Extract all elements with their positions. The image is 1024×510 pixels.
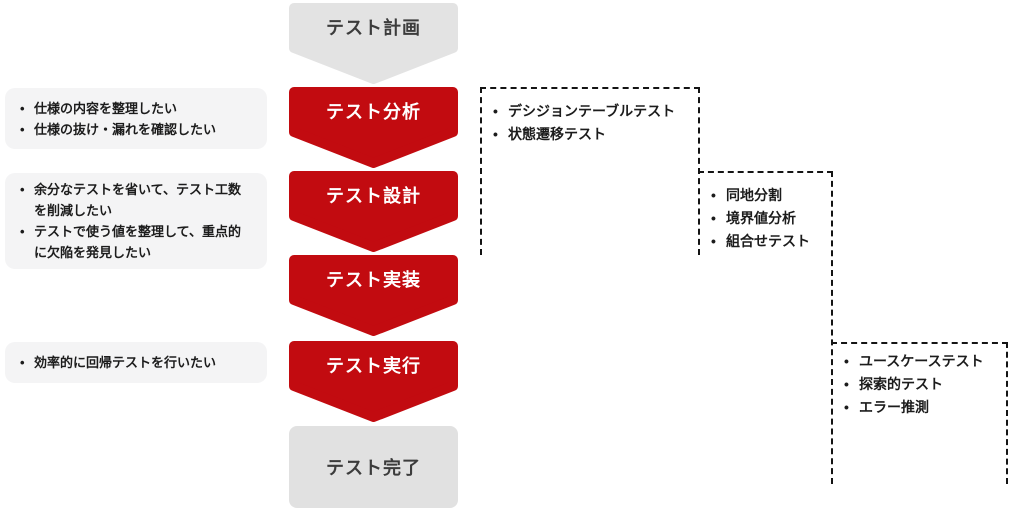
goal-list: 仕様の内容を整理したい仕様の抜け・漏れを確認したい xyxy=(19,98,216,140)
list-item: 余分なテストを省いて、テスト工数を削減したい xyxy=(19,179,253,221)
flow-step-label: テスト実行 xyxy=(326,356,421,376)
flow-step-implementation: テスト実装 xyxy=(289,255,458,336)
goal-list: 効率的に回帰テストを行いたい xyxy=(19,352,216,373)
technique-box-analysis: デシジョンテーブルテスト状態遷移テスト xyxy=(492,100,692,146)
list-item: 効率的に回帰テストを行いたい xyxy=(19,352,216,373)
flow-step-design: テスト設計 xyxy=(289,171,458,252)
list-item: 仕様の抜け・漏れを確認したい xyxy=(19,119,216,140)
dashed-connector-line xyxy=(698,171,833,173)
dashed-connector-line xyxy=(480,87,700,89)
flow-step-completion: テスト完了 xyxy=(289,426,458,508)
dashed-connector-line xyxy=(480,87,482,255)
flow-step-label: テスト完了 xyxy=(326,458,421,478)
goal-list: 余分なテストを省いて、テスト工数を削減したいテストで使う値を整理して、重点的に欠… xyxy=(19,179,253,263)
dashed-connector-line xyxy=(831,342,1008,344)
list-item: 探索的テスト xyxy=(843,373,1003,396)
list-item: 同地分割 xyxy=(710,184,830,207)
technique-list: デシジョンテーブルテスト状態遷移テスト xyxy=(492,100,692,146)
flow-step-execution: テスト実行 xyxy=(289,341,458,422)
list-item: テストで使う値を整理して、重点的に欠陥を発見したい xyxy=(19,221,253,263)
flow-step-label: テスト設計 xyxy=(326,186,421,206)
list-item: 状態遷移テスト xyxy=(492,123,692,146)
list-item: ユースケーステスト xyxy=(843,350,1003,373)
flow-step-plan: テスト計画 xyxy=(289,3,458,84)
flow-step-label: テスト分析 xyxy=(326,102,421,122)
list-item: デシジョンテーブルテスト xyxy=(492,100,692,123)
down-chevron-shape xyxy=(289,341,458,422)
flow-step-label: テスト計画 xyxy=(326,18,421,38)
dashed-connector-line xyxy=(1006,342,1008,484)
down-chevron-shape xyxy=(289,87,458,168)
technique-box-design: 同地分割境界値分析組合せテスト xyxy=(710,184,830,253)
goal-panel-execution: 効率的に回帰テストを行いたい xyxy=(5,342,267,383)
list-item: 組合せテスト xyxy=(710,230,830,253)
down-chevron-shape xyxy=(289,171,458,252)
list-item: エラー推測 xyxy=(843,396,1003,419)
technique-box-execution: ユースケーステスト探索的テストエラー推測 xyxy=(843,350,1003,419)
technique-list: 同地分割境界値分析組合せテスト xyxy=(710,184,830,253)
goal-panel-analysis: 仕様の内容を整理したい仕様の抜け・漏れを確認したい xyxy=(5,88,267,149)
down-chevron-shape xyxy=(289,255,458,336)
dashed-connector-line xyxy=(831,171,833,484)
goal-panel-design: 余分なテストを省いて、テスト工数を削減したいテストで使う値を整理して、重点的に欠… xyxy=(5,173,267,269)
list-item: 境界値分析 xyxy=(710,207,830,230)
flow-step-analysis: テスト分析 xyxy=(289,87,458,168)
list-item: 仕様の内容を整理したい xyxy=(19,98,216,119)
flow-step-label: テスト実装 xyxy=(326,270,421,290)
technique-list: ユースケーステスト探索的テストエラー推測 xyxy=(843,350,1003,419)
down-chevron-shape xyxy=(289,3,458,84)
